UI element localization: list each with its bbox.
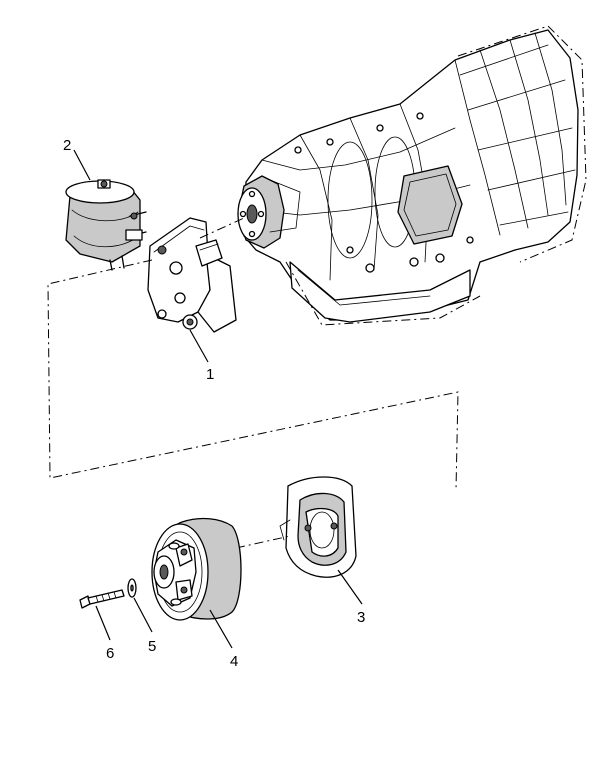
oil-pan [289,261,471,323]
item-4-brake-drum [151,517,242,621]
leader-4 [209,609,233,649]
leader-1 [189,329,209,363]
alignment-line-bracket [199,217,245,239]
callout-1: 1 [206,366,214,383]
item-3-brake-shoe [279,476,357,578]
leader-6 [95,605,111,641]
bracket-flange [197,253,237,333]
callout-3: 3 [357,609,365,626]
alignment-line-drum [235,535,291,549]
callout-4: 4 [230,653,238,670]
leader-2 [73,149,91,181]
item-2-motor-actuator [65,179,147,271]
callout-5: 5 [148,638,156,655]
callout-6: 6 [106,645,114,662]
leader-5 [133,597,153,633]
callout-2: 2 [63,137,71,154]
side-cover [397,165,463,245]
item-6-bolt [79,589,125,609]
transmission-assembly [237,25,587,326]
item-1-mounting-bracket [147,217,237,333]
leader-3 [337,569,363,605]
assembly-dash-loop [47,259,459,491]
